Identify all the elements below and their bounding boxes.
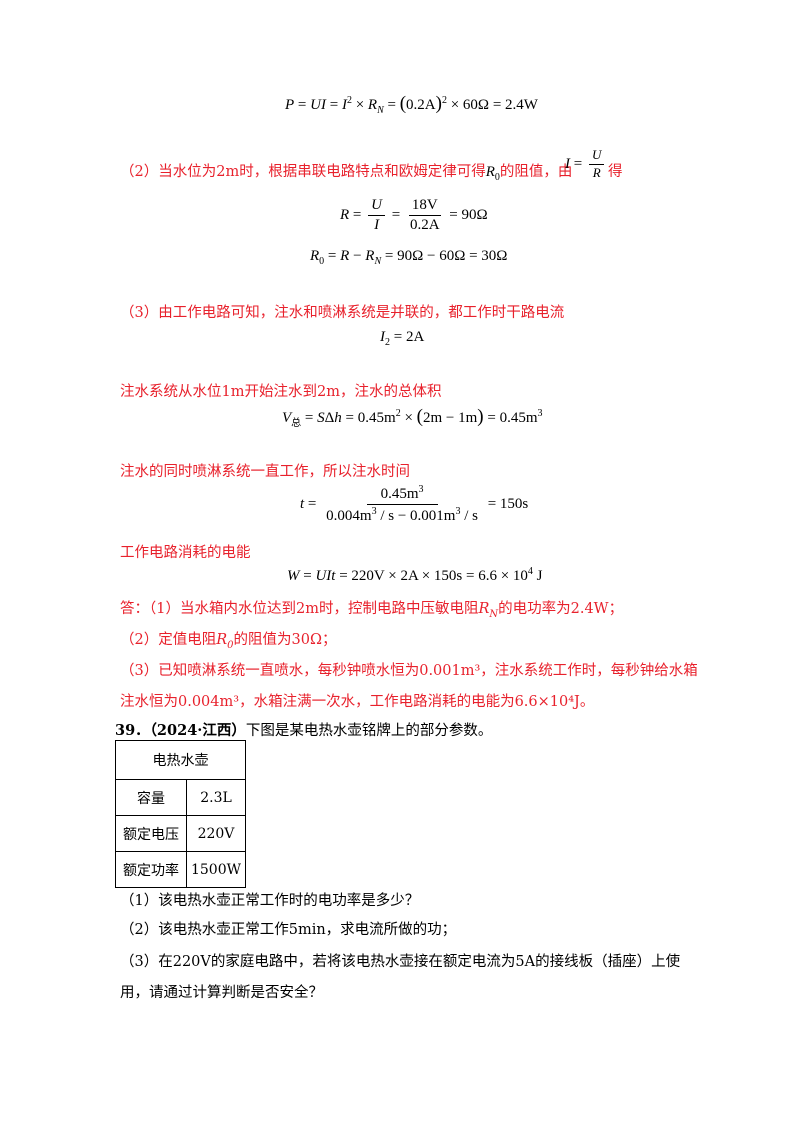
part2-text: （2）当水位为2m时，根据串联电路特点和欧姆定律可得R0的阻值，由 — [120, 164, 573, 183]
table-row-value: 1500W — [186, 851, 246, 888]
part2-de: 得 — [608, 164, 623, 180]
table-row: 额定功率 1500W — [115, 851, 246, 888]
power-equation: P = UI = I2 × RN = (0.2A)2 × 60Ω = 2.4W — [285, 93, 538, 116]
part3-intro: （3）由工作电路可知，注水和喷淋系统是并联的，都工作时干路电流 — [120, 305, 565, 321]
table-row: 容量 2.3L — [115, 779, 246, 816]
table-row-label: 额定功率 — [115, 851, 187, 888]
answer-line3: （3）已知喷淋系统一直喷水，每秒钟喷水恒为0.001m³，注水系统工作时，每秒钟… — [120, 663, 698, 679]
question-39-part3-line1: （3）在220V的家庭电路中，若将该电热水壶接在额定电流为5A的接线板（插座）上… — [120, 954, 681, 970]
volume-intro: 注水系统从水位1m开始注水到2m，注水的总体积 — [120, 384, 442, 400]
answer-line2: （2）定值电阻R0的阻值为30Ω； — [120, 632, 337, 651]
energy-intro: 工作电路消耗的电能 — [120, 545, 251, 561]
question-39-part3-line2: 用，请通过计算判断是否安全？ — [120, 985, 323, 1001]
table-row-value: 2.3L — [186, 779, 246, 816]
question-39-part2: （2）该电热水壶正常工作5min，求电流所做的功； — [120, 922, 457, 938]
table-row-label: 额定电压 — [115, 815, 187, 852]
kettle-spec-table: 电热水壶 容量 2.3L 额定电压 220V 额定功率 1500W — [115, 740, 246, 888]
table-row: 额定电压 220V — [115, 815, 246, 852]
question-39-part1: （1）该电热水壶正常工作时的电功率是多少？ — [120, 893, 420, 909]
r0-equation: R0 = R − RN = 90Ω − 60Ω = 30Ω — [310, 248, 508, 267]
energy-equation: W = UIt = 220V × 2A × 150s = 6.6 × 104 J — [287, 566, 543, 584]
table-row-value: 220V — [186, 815, 246, 852]
answer-line1: 答：（1）当水箱内水位达到2m时，控制电路中压敏电阻RN的电功率为2.4W； — [120, 601, 624, 620]
table-title: 电热水壶 — [115, 740, 246, 780]
time-intro: 注水的同时喷淋系统一直工作，所以注水时间 — [120, 464, 410, 480]
answer-line4: 注水恒为0.004m³，水箱注满一次水，工作电路消耗的电能为6.6×10⁴J。 — [120, 694, 595, 710]
question-39-header: 39．（2024·江西）下图是某电热水壶铭牌上的部分参数。 — [115, 722, 493, 739]
current-equation: I2 = 2A — [380, 329, 425, 348]
volume-equation: V总 = SΔh = 0.45m2 × (2m − 1m) = 0.45m3 — [282, 406, 543, 429]
table-row-label: 容量 — [115, 779, 187, 816]
